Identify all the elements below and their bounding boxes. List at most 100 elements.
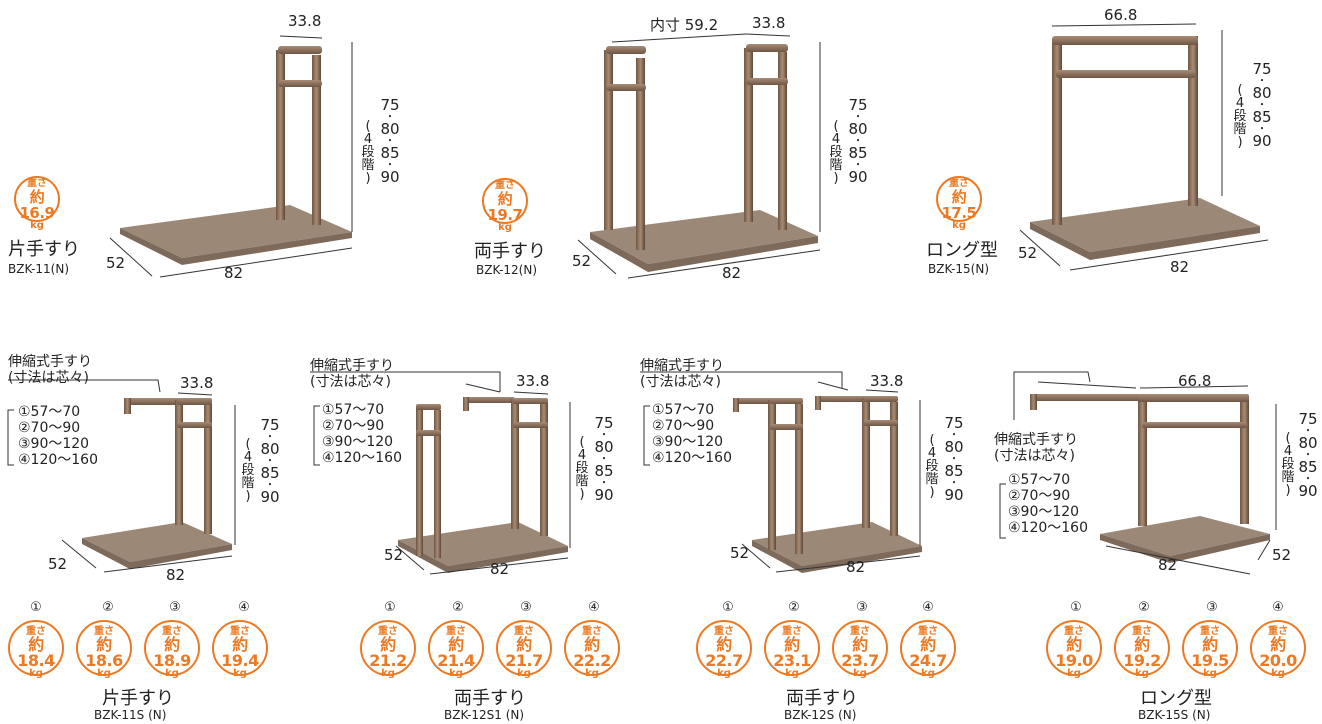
base-width-label: 82 <box>1158 556 1178 574</box>
steps-char: 4 <box>1235 96 1245 111</box>
height-values: 75・80・85・90 <box>848 98 868 185</box>
range-item: ④120〜160 <box>322 450 402 466</box>
weight-unit: kg <box>29 668 43 679</box>
weight-value: 約23.7 <box>841 635 879 670</box>
weight-title: 重さ <box>714 626 734 637</box>
steps-char: 階 <box>361 158 375 173</box>
weight-title: 重さ <box>1064 626 1084 637</box>
dot: ・ <box>1257 76 1267 87</box>
product-bzk12s1-image <box>398 397 568 573</box>
option-number: ② <box>1138 600 1150 615</box>
weight-value: 約20.0 <box>1259 635 1297 670</box>
height-values: 75・80・85・90 <box>380 98 400 185</box>
weight-unit: kg <box>785 668 799 679</box>
weight-unit: kg <box>585 668 599 679</box>
range-item: ②70〜90 <box>1008 488 1071 504</box>
steps-char: ( <box>579 435 585 450</box>
weight-unit: kg <box>233 668 247 679</box>
weight-value: 約22.2 <box>573 635 611 670</box>
base-width-label: 82 <box>722 264 742 282</box>
option-number: ① <box>384 600 396 615</box>
weight-title: 重さ <box>26 626 46 637</box>
top-width-label: 33.8 <box>180 374 214 392</box>
height-value: 85 <box>1298 458 1318 476</box>
extension-label: 伸縮式手すり <box>640 358 724 374</box>
extension-caption: 伸縮式手すり(寸法は芯々) <box>640 358 724 390</box>
height-value: 75 <box>1252 60 1272 78</box>
option-number: ① <box>1070 600 1082 615</box>
dot: ・ <box>1303 474 1313 485</box>
dot: ・ <box>599 430 609 441</box>
option-number: ④ <box>588 600 600 615</box>
steps-char: ) <box>833 171 839 186</box>
weight-unit: kg <box>952 220 966 231</box>
product-name: 片手すり <box>8 239 80 260</box>
steps-char: ( <box>245 437 251 452</box>
option-number: ④ <box>238 600 250 615</box>
dot: ・ <box>265 432 275 443</box>
dot: ・ <box>385 160 395 171</box>
depth-label: 52 <box>730 544 750 562</box>
top-width-label: 66.8 <box>1178 372 1212 390</box>
product-model: BZK-11(N) <box>8 262 70 276</box>
option-number: ④ <box>1272 600 1284 615</box>
weight-title: 重さ <box>582 626 602 637</box>
extension-caption: 伸縮式手すり(寸法は芯々) <box>310 358 394 390</box>
steps-char: 4 <box>577 448 587 463</box>
height-value: 90 <box>944 486 964 504</box>
product-name: 両手すり <box>786 688 858 709</box>
base-width-label: 82 <box>166 566 186 584</box>
base-width-label: 82 <box>490 560 510 578</box>
option-number: ③ <box>856 600 868 615</box>
product-bzk15s-dims <box>999 371 1277 575</box>
extension-note: (寸法は芯々) <box>640 374 721 390</box>
range-item: ③90〜120 <box>322 434 394 450</box>
range-item: ①57〜70 <box>652 402 715 418</box>
steps-char: ) <box>1237 135 1243 150</box>
height-value: 80 <box>848 120 868 138</box>
weight-title: 重さ <box>1132 626 1152 637</box>
product-model: BZK-11S (N) <box>94 708 167 722</box>
dot: ・ <box>265 480 275 491</box>
height-value: 75 <box>260 416 280 434</box>
dot: ・ <box>385 136 395 147</box>
product-bzk11s-dims <box>7 379 236 573</box>
dot: ・ <box>949 430 959 441</box>
steps-char: 階 <box>1233 122 1247 137</box>
height-value: 90 <box>848 168 868 186</box>
dot: ・ <box>853 136 863 147</box>
weight-unit: kg <box>381 668 395 679</box>
product-name: 片手すり <box>102 688 174 709</box>
weight-title: 重さ <box>949 178 969 189</box>
dot: ・ <box>599 454 609 465</box>
product-bzk12-dims <box>577 33 821 279</box>
weight-unit: kg <box>921 668 935 679</box>
dot: ・ <box>853 112 863 123</box>
height-value: 75 <box>380 96 400 114</box>
weight-value: 約18.4 <box>17 635 55 670</box>
weight-title: 重さ <box>230 626 250 637</box>
weight-unit: kg <box>449 668 463 679</box>
height-value: 80 <box>260 440 280 458</box>
option-number: ④ <box>922 600 934 615</box>
dot: ・ <box>949 478 959 489</box>
weight-value: 約21.7 <box>505 635 543 670</box>
extension-note: (寸法は芯々) <box>8 370 89 386</box>
range-item: ④120〜160 <box>18 452 98 468</box>
height-value: 80 <box>1252 84 1272 102</box>
product-bzk15-image <box>1030 36 1260 260</box>
weight-title: 重さ <box>1200 626 1220 637</box>
weight-value: 約21.4 <box>437 635 475 670</box>
weight-unit: kg <box>1135 668 1149 679</box>
base-width-label: 82 <box>224 264 244 282</box>
